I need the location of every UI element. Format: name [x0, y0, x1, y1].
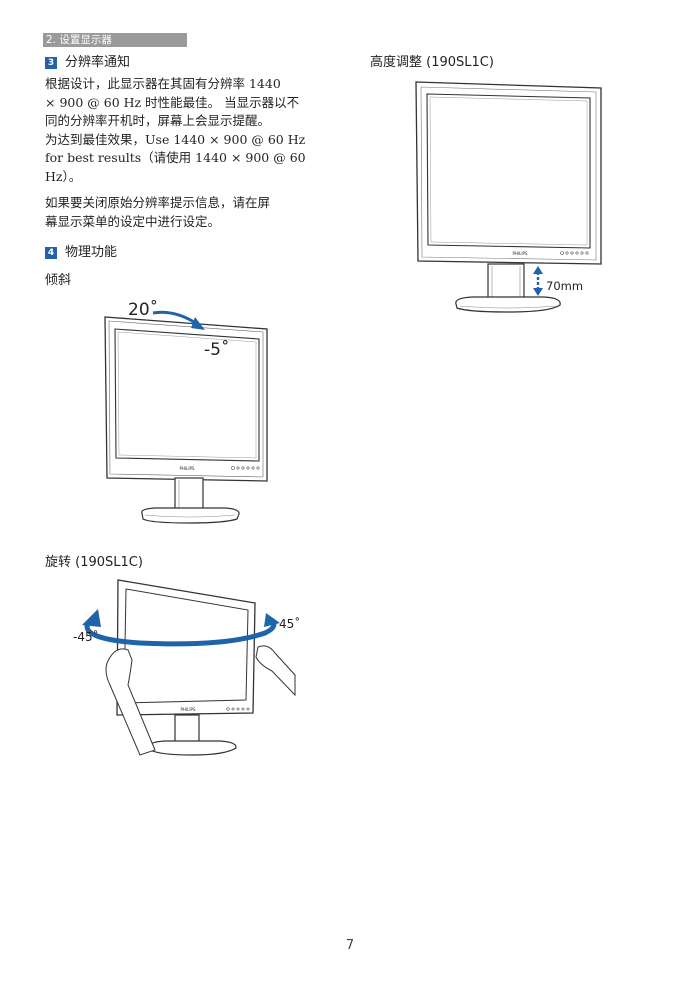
resolution-line-5: for best results（请使用 1440 × 900 @ 60	[45, 150, 306, 165]
resolution-line-3: 同的分辨率开机时，屏幕上会显示提醒。	[45, 113, 271, 128]
tilt-brand: PHILIPS	[180, 466, 195, 471]
swivel-figure: PHILIPS -45˚ 45˚	[73, 579, 300, 756]
section-4-title: 物理功能	[65, 245, 118, 260]
height-brand: PHILIPS	[513, 251, 528, 256]
section-3-number: 3	[45, 57, 57, 69]
height-heading: 高度调整 (190SL1C)	[370, 55, 494, 70]
resolution-paragraph: 根据设计，此显示器在其固有分辨率 1440 × 900 @ 60 Hz 时性能最…	[45, 75, 327, 186]
disable-notice-line-2: 幕显示菜单的设定中进行设定。	[45, 213, 221, 229]
height-range: 70mm	[546, 279, 583, 293]
page-number: 7	[345, 938, 355, 953]
tilt-heading: 倾斜	[45, 273, 72, 288]
resolution-line-1: 根据设计，此显示器在其固有分辨率 1440	[45, 76, 281, 91]
tilt-front-angle: -5˚	[204, 339, 229, 360]
section-4-number: 4	[45, 247, 57, 259]
resolution-line-6: Hz）。	[45, 168, 82, 184]
swivel-left-angle: -45˚	[73, 629, 99, 644]
resolution-line-4: 为达到最佳效果，Use 1440 × 900 @ 60 Hz	[45, 131, 306, 147]
disable-notice-line-1: 如果要关闭原始分辨率提示信息，请在屏	[45, 195, 271, 210]
disable-notice-paragraph: 如果要关闭原始分辨率提示信息，请在屏 幕显示菜单的设定中进行设定。	[45, 194, 327, 231]
section-3-title: 分辨率通知	[65, 55, 131, 70]
height-figure: PHILIPS 70mm	[415, 81, 602, 313]
resolution-line-2: × 900 @ 60 Hz 时性能最佳。 当显示器以不	[45, 94, 300, 110]
tilt-back-angle: 20˚	[128, 299, 158, 320]
section-3-heading: 3 分辨率通知	[45, 55, 130, 71]
chapter-header: 2. 设置显示器	[43, 33, 187, 47]
swivel-heading: 旋转 (190SL1C)	[45, 555, 143, 570]
section-4-heading: 4 物理功能	[45, 245, 117, 261]
swivel-right-angle: 45˚	[279, 616, 300, 631]
swivel-brand: PHILIPS	[181, 707, 196, 712]
tilt-figure: PHILIPS 20˚ -5˚	[104, 299, 268, 524]
